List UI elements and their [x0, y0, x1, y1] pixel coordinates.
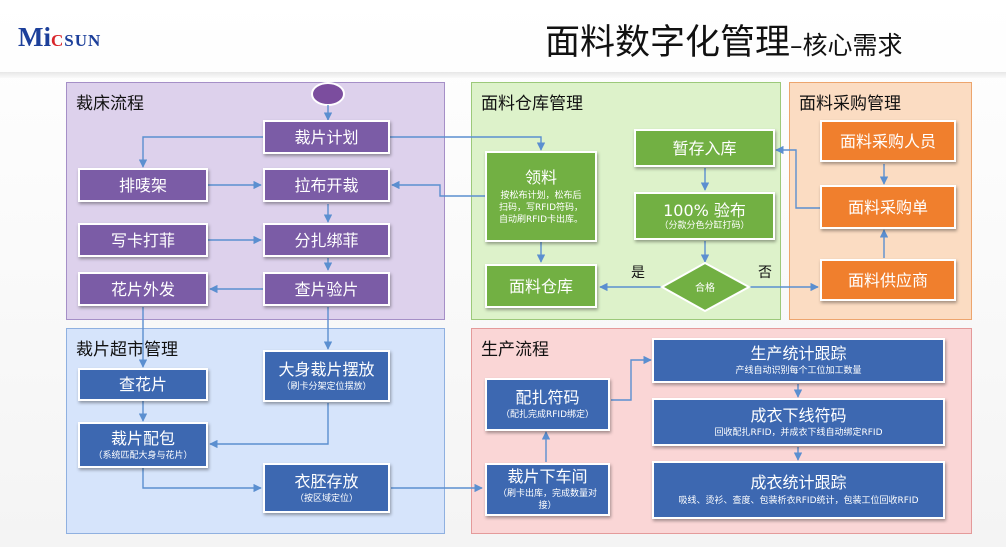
node-inspect-fabric: 100% 验布（分款分色分缸打码） — [634, 192, 775, 240]
decision-no-label: 否 — [758, 265, 772, 281]
node-bundle-label: 分扎绑菲 — [294, 230, 359, 250]
node-prod-stats-label: 生产统计跟踪 — [750, 344, 847, 363]
node-buyer: 面料采购人员 — [820, 120, 956, 162]
node-prod-stats-note: 产线自动识别每个工位加工数量 — [735, 366, 862, 376]
panel-title-warehouse: 面料仓库管理 — [481, 94, 583, 114]
panel-title-cutting: 裁床流程 — [76, 94, 144, 114]
node-send-workshop-label: 裁片下车间 — [507, 467, 588, 486]
node-inspect-pieces: 查片验片 — [263, 272, 390, 306]
node-mark-rack-label: 排唛架 — [118, 175, 167, 195]
node-write-card-label: 写卡打菲 — [110, 230, 175, 250]
node-bundle-code: 配扎符码 （配扎完成RFID绑定） — [485, 378, 610, 431]
node-fabric-warehouse: 面料仓库 — [485, 264, 597, 308]
node-spread-cut: 拉布开裁 — [263, 168, 390, 202]
panel-title-purchase: 面料采购管理 — [799, 94, 901, 114]
panel-title-production: 生产流程 — [481, 340, 549, 360]
node-send-workshop-note: （刷卡出库，完成数量对接） — [497, 489, 597, 511]
node-bundle-code-label: 配扎符码 — [515, 388, 580, 407]
decision-yes-label: 是 — [631, 265, 645, 281]
node-buyer-label: 面料采购人员 — [839, 131, 936, 151]
node-garment-stats-label: 成衣统计跟踪 — [750, 473, 847, 492]
node-mark-rack: 排唛架 — [78, 168, 208, 202]
node-bundle: 分扎绑菲 — [263, 223, 390, 257]
node-big-piece-place-label: 大身裁片摆放 — [278, 359, 375, 379]
node-inspect-pieces-label: 查片验片 — [294, 279, 359, 299]
logo-mi: Mi — [18, 22, 51, 52]
node-big-piece-place: 大身裁片摆放 （刷卡分架定位摆放） — [263, 350, 390, 402]
node-big-piece-place-note: （刷卡分架定位摆放） — [281, 381, 372, 392]
decision-qualified-label: 合格 — [695, 283, 715, 294]
micsun-logo: MiCSUN — [18, 22, 101, 53]
panel-title-market: 裁片超市管理 — [76, 340, 178, 360]
qualified-decision — [659, 261, 752, 313]
node-cut-plan: 裁片计划 — [263, 120, 390, 154]
node-garment-stats-note: 吸线、烫衫、查度、包装析衣RFID统计，包装工位回收RFID — [678, 496, 919, 506]
node-fabric-warehouse-label: 面料仓库 — [508, 276, 573, 296]
node-embroidery-out-label: 花片外发 — [110, 279, 175, 299]
node-blank-store-label: 衣胚存放 — [294, 471, 359, 491]
node-supplier: 面料供应商 — [820, 259, 956, 301]
node-inspect-fabric-note: （分款分色分缸打码） — [659, 220, 750, 231]
node-garment-offline: 成衣下线符码回收配扎RFID，并成衣下线自动绑定RFID — [652, 398, 945, 446]
node-embroidery-out: 花片外发 — [78, 272, 208, 306]
node-kit-pack-label: 裁片配包 — [110, 428, 175, 448]
node-prod-stats: 生产统计跟踪产线自动识别每个工位加工数量 — [652, 338, 945, 383]
node-temp-storage: 暂存入库 — [634, 129, 775, 167]
node-cut-plan-label: 裁片计划 — [294, 127, 359, 147]
node-kit-pack-note: （系统匹配大身与花片） — [93, 450, 193, 461]
node-write-card: 写卡打菲 — [78, 223, 208, 257]
page-title: 面料数字化管理–核心需求 — [545, 14, 903, 65]
node-pick-material-label: 领料 — [524, 167, 557, 187]
node-spread-cut-label: 拉布开裁 — [294, 175, 359, 195]
node-garment-stats: 成衣统计跟踪吸线、烫衫、查度、包装析衣RFID统计，包装工位回收RFID — [652, 461, 945, 519]
node-check-embroidery-label: 查花片 — [118, 375, 167, 394]
node-purchase-order-label: 面料采购单 — [847, 197, 928, 217]
node-garment-offline-label: 成衣下线符码 — [750, 405, 847, 425]
node-supplier-label: 面料供应商 — [847, 270, 928, 290]
header-band — [0, 72, 1006, 78]
node-garment-offline-note: 回收配扎RFID，并成衣下线自动绑定RFID — [714, 427, 883, 438]
title-main: 面料数字化管理 — [545, 23, 791, 63]
logo-c: C — [51, 31, 65, 50]
start-node — [311, 82, 345, 106]
node-kit-pack: 裁片配包 （系统匹配大身与花片） — [78, 422, 208, 468]
node-bundle-code-note: （配扎完成RFID绑定） — [500, 410, 594, 420]
node-check-embroidery: 查花片 — [78, 368, 208, 401]
node-pick-material: 领料按松布计划，松布后扫码，写RFID符码，自动刷RFID卡出库。 — [485, 151, 597, 242]
node-inspect-fabric-label: 100% 验布 — [663, 200, 746, 220]
node-blank-store: 衣胚存放 （按区域定位） — [263, 463, 390, 513]
node-send-workshop: 裁片下车间 （刷卡出库，完成数量对接） — [485, 463, 610, 516]
node-blank-store-note: （按区域定位） — [294, 493, 358, 504]
node-purchase-order: 面料采购单 — [820, 185, 956, 229]
logo-sun: SUN — [64, 31, 102, 50]
node-pick-material-note: 按松布计划，松布后扫码，写RFID符码，自动刷RFID卡出库。 — [498, 190, 583, 225]
node-temp-storage-label: 暂存入库 — [672, 138, 737, 158]
title-sub: –核心需求 — [790, 31, 903, 60]
